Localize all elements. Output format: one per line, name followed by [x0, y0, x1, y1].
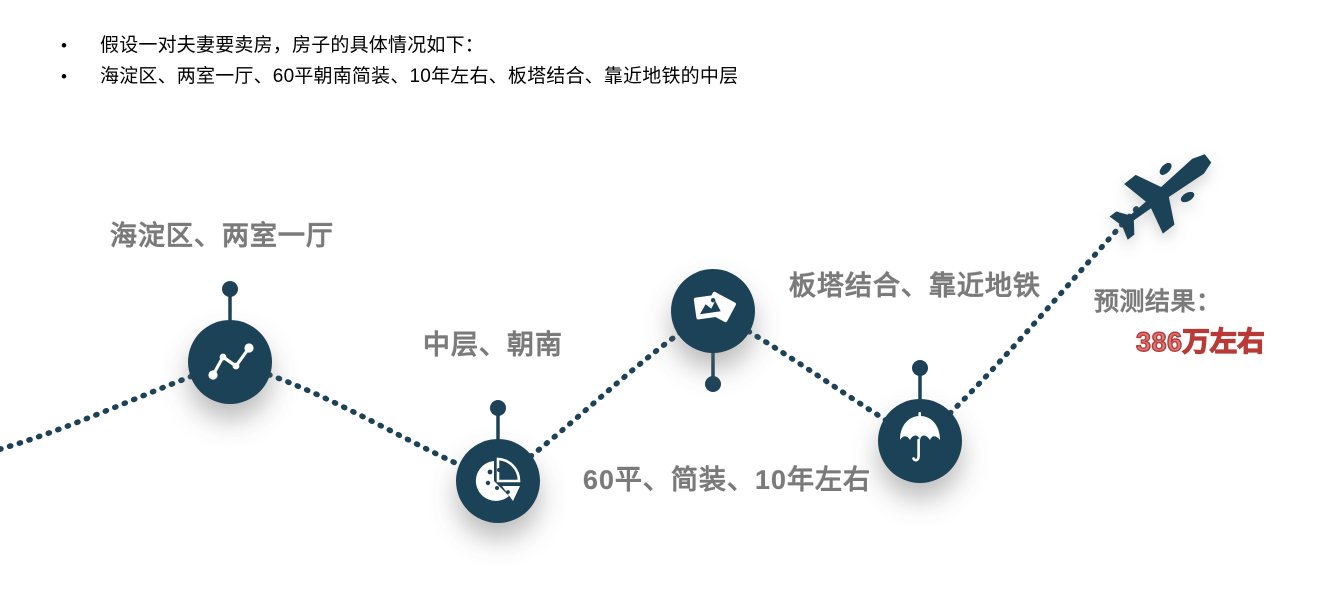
- bullet-marker: •: [61, 36, 67, 55]
- pie-slice-icon: [475, 457, 521, 501]
- prediction-result-value: 386万左右: [1135, 326, 1266, 357]
- bullet-list: • 假设一对夫妻要卖房，房子的具体情况如下： • 海淀区、两室一厅、60平朝南简…: [55, 33, 1255, 95]
- bullet-text: 假设一对夫妻要卖房，房子的具体情况如下：: [100, 35, 485, 56]
- line-chart-icon: [208, 343, 254, 380]
- node-label-1: 海淀区、两室一厅: [110, 221, 334, 251]
- prediction-result-title: 预测结果：: [1094, 288, 1222, 316]
- bullet-marker: •: [61, 67, 67, 86]
- milestone-node-1[interactable]: [188, 320, 272, 404]
- airplane-icon: [1109, 154, 1212, 240]
- node-label-2: 中层、朝南: [423, 330, 563, 360]
- milestone-node-3[interactable]: [671, 269, 755, 353]
- umbrella-icon: [900, 412, 940, 462]
- prediction-result: 预测结果： 386万左右: [1094, 282, 1265, 359]
- photos-icon: [693, 291, 736, 323]
- node-stems: [222, 281, 928, 481]
- path-segment-1: [227, 359, 501, 484]
- list-item: • 假设一对夫妻要卖房，房子的具体情况如下：: [55, 33, 1255, 59]
- milestone-node-4[interactable]: [878, 399, 962, 483]
- node-label-3: 60平、简装、10年左右: [583, 465, 872, 495]
- stem-dot-2: [490, 400, 506, 416]
- node-circle-4[interactable]: [878, 399, 962, 483]
- list-item: • 海淀区、两室一厅、60平朝南简装、10年左右、板塔结合、靠近地铁的中层: [55, 64, 1255, 90]
- node-label-4: 板塔结合、靠近地铁: [789, 271, 1041, 301]
- stem-dot-1: [222, 281, 238, 297]
- stem-dot-4: [912, 360, 928, 376]
- milestone-node-2[interactable]: [456, 439, 540, 523]
- stem-dot-3: [705, 376, 721, 392]
- bullet-text: 海淀区、两室一厅、60平朝南简装、10年左右、板塔结合、靠近地铁的中层: [100, 66, 739, 87]
